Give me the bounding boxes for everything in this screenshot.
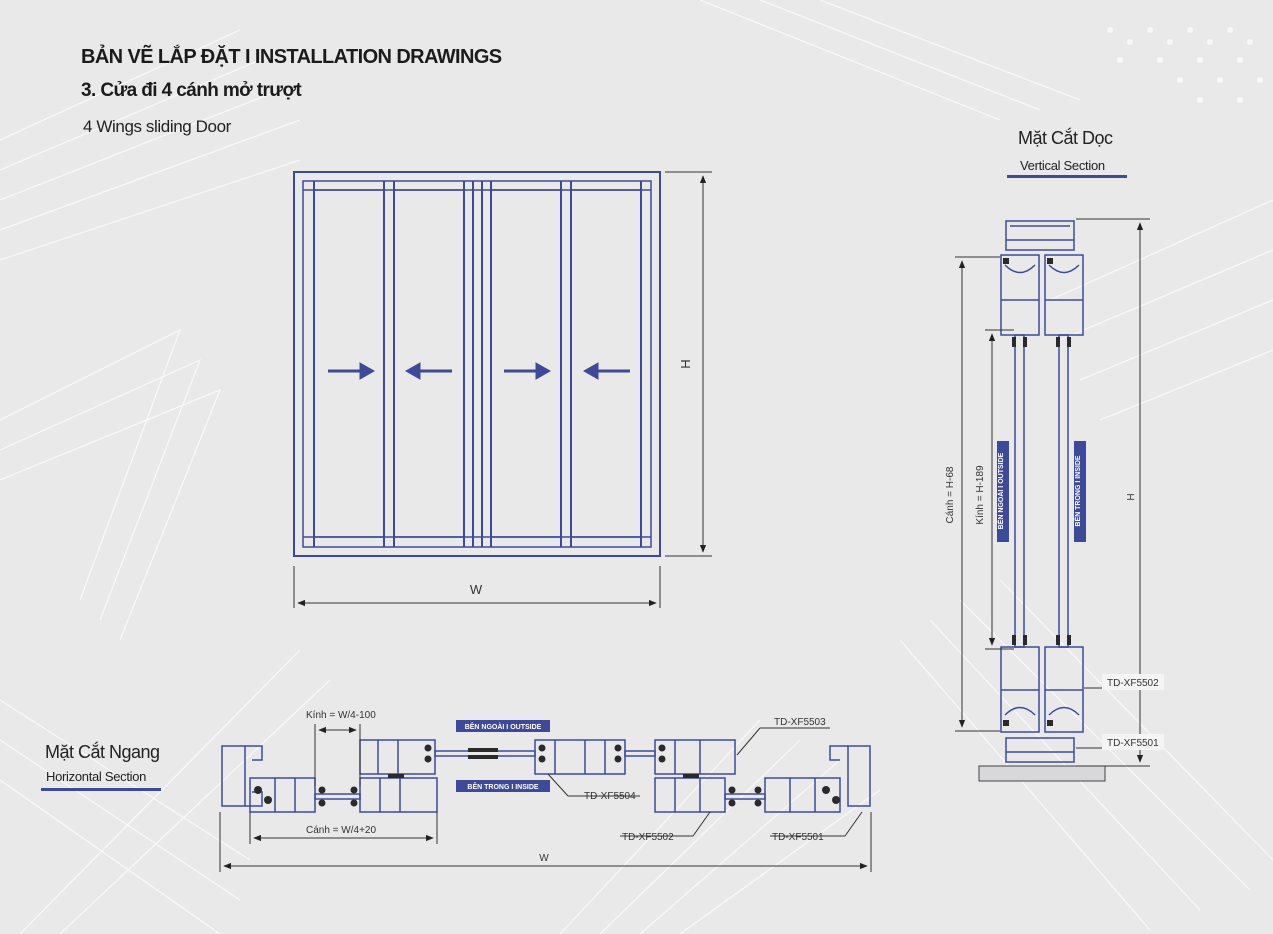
vertical-section-subtitle: Vertical Section xyxy=(1020,158,1105,173)
glass-height-label: Kính = H-189 xyxy=(975,465,986,525)
horizontal-section-title: Mặt Cắt Ngang xyxy=(45,742,160,762)
arrow-left-icon xyxy=(404,362,452,380)
horizontal-section-gaskets xyxy=(254,744,840,807)
horizontal-section-dimensions xyxy=(219,724,872,872)
arrow-right-icon xyxy=(504,362,552,380)
elevation-dimensions xyxy=(293,171,712,608)
sash-width-label: Cánh = W/4+20 xyxy=(306,825,376,836)
code-5502: TD-XF5502 xyxy=(622,832,674,843)
vertical-code-5502: TD-XF5502 xyxy=(1107,678,1159,689)
page-caption: 4 Wings sliding Door xyxy=(83,117,231,136)
page-title: BẢN VẼ LẮP ĐẶT I INSTALLATION DRAWINGS xyxy=(81,46,502,68)
vertical-section-drawing xyxy=(1000,220,1084,763)
total-width-label: W xyxy=(539,853,549,864)
code-5501: TD-XF5501 xyxy=(772,832,824,843)
vertical-section-underline xyxy=(1007,175,1127,178)
horizontal-inside-tag-label: BÊN TRONG I INSIDE xyxy=(467,782,539,791)
code-5503: TD-XF5503 xyxy=(774,717,826,728)
glass-width-label: Kính = W/4-100 xyxy=(306,710,376,721)
total-height-label: H xyxy=(1126,493,1137,500)
vertical-section-dimensions xyxy=(955,218,1150,767)
vertical-section-gaskets xyxy=(1003,258,1071,726)
slide-direction-arrows xyxy=(328,362,630,380)
arrow-right-icon xyxy=(328,362,376,380)
vertical-section-title: Mặt Cắt Dọc xyxy=(1018,128,1113,148)
door-elevation xyxy=(293,171,661,557)
horizontal-outside-tag xyxy=(456,720,550,732)
sash-height-label: Cánh = H-68 xyxy=(945,466,956,523)
code-5504: TD-XF5504 xyxy=(584,791,636,802)
vertical-code-5501: TD-XF5501 xyxy=(1107,738,1159,749)
horizontal-section-drawing xyxy=(221,739,871,813)
height-dimension-label: H xyxy=(678,359,693,368)
horizontal-inside-tag xyxy=(456,780,550,792)
floor-sill xyxy=(978,765,1106,782)
width-dimension-label: W xyxy=(470,582,483,597)
arrow-left-icon xyxy=(582,362,630,380)
code-box-5502 xyxy=(1102,674,1164,690)
horizontal-outside-tag-label: BÊN NGOÀI I OUTSIDE xyxy=(465,722,542,731)
code-box-5501 xyxy=(1102,734,1164,750)
inside-tag xyxy=(1074,441,1086,542)
horizontal-section-subtitle: Horizontal Section xyxy=(46,769,147,784)
horizontal-section-underline xyxy=(41,788,161,791)
outside-tag-label: BÊN NGOÀI I OUTSIDE xyxy=(996,452,1005,529)
outside-tag xyxy=(997,441,1009,542)
page-subtitle: 3. Cửa đi 4 cánh mở trượt xyxy=(81,80,302,101)
inside-tag-label: BÊN TRONG I INSIDE xyxy=(1073,455,1082,527)
